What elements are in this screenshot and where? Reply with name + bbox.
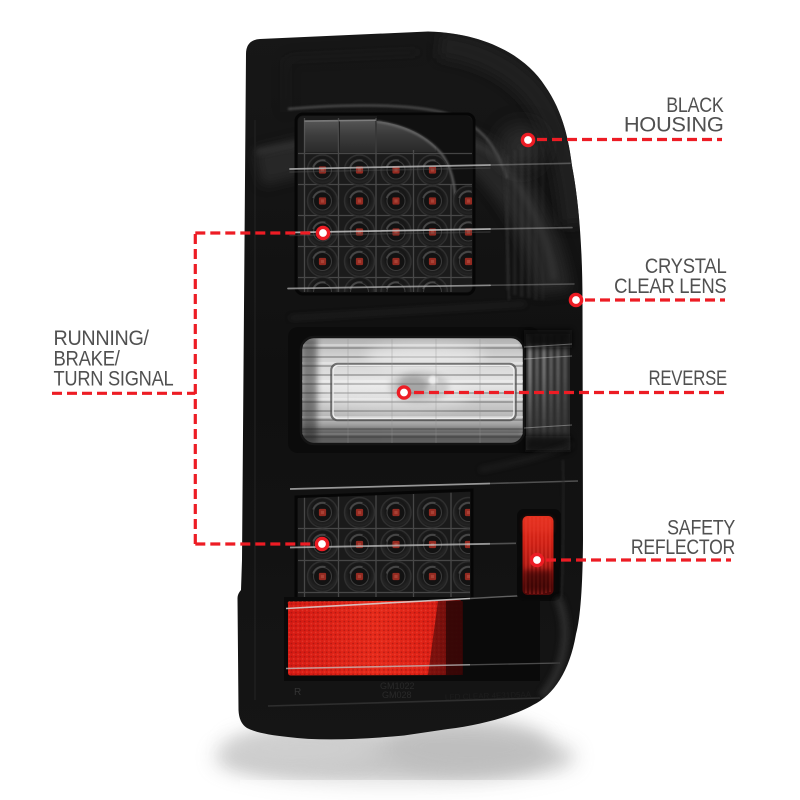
svg-text:RUNNING/: RUNNING/: [54, 327, 150, 350]
svg-text:TURN SIGNAL: TURN SIGNAL: [54, 367, 174, 390]
svg-text:REVERSE: REVERSE: [648, 367, 727, 390]
svg-text:SAFETY: SAFETY: [667, 516, 735, 540]
svg-text:CRYSTAL: CRYSTAL: [645, 255, 727, 278]
svg-text:HOUSING: HOUSING: [624, 113, 724, 137]
svg-text:CLEAR LENS: CLEAR LENS: [614, 275, 726, 298]
svg-text:BLACK: BLACK: [666, 94, 723, 118]
svg-text:BRAKE/: BRAKE/: [54, 347, 121, 370]
svg-text:R: R: [294, 687, 301, 698]
svg-text:GM028: GM028: [382, 690, 412, 700]
svg-text:GM1022: GM1022: [380, 681, 415, 691]
svg-text:LED CLEAR 4E31D5AA: LED CLEAR 4E31D5AA: [445, 690, 532, 702]
svg-text:REFLECTOR: REFLECTOR: [631, 536, 735, 560]
